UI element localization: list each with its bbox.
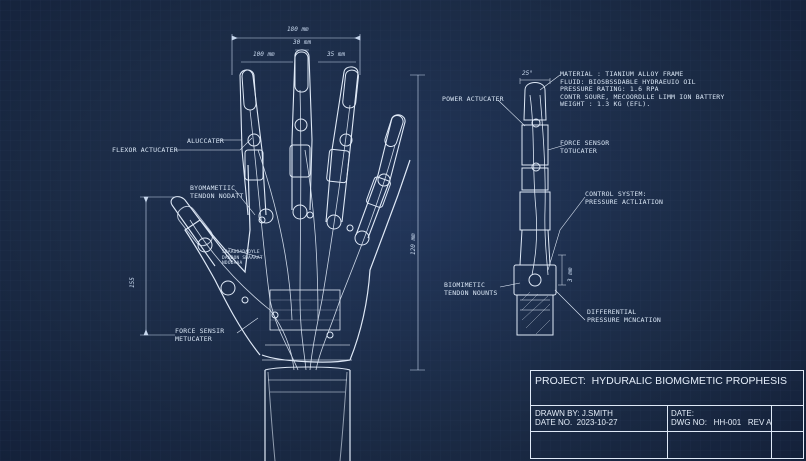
hand-diagram	[170, 49, 411, 461]
dim-wrist-gap: 3 mm	[567, 267, 574, 282]
label-differential-pressure: DIFFERENTIAL PRESSURE MCNCATION	[587, 308, 662, 324]
title-date-label: DATE:	[671, 409, 694, 418]
dim-span-mid: 30 mm	[293, 39, 312, 46]
label-small-note: SDAADOADADYLE DANDON SDAAAAT NDODAAA	[222, 250, 263, 266]
dim-overall-width: 180 mm	[287, 26, 309, 33]
title-drawn-by: DRAWN BY: J.SMITH	[535, 409, 613, 418]
label-control-system: CONTROL SYSTEM: PRESSURE ACTLIATION	[585, 190, 664, 206]
title-block: PROJECT: HYDURALIC BIOMGMETIC PROPHESIS …	[530, 370, 804, 459]
finger-side-view	[513, 78, 566, 336]
label-aluccater: ALUCCATER	[187, 137, 225, 145]
title-dwg-no: DWG NO: HH-001 REV A	[671, 418, 772, 427]
label-power-actuator: POWER ACTUCATER	[442, 95, 504, 103]
label-flexor-actuator: FLEXOR ACTUCATER	[112, 146, 178, 154]
title-project: PROJECT: HYDURALIC BIOMGMETIC PROPHESIS	[535, 375, 788, 387]
label-force-sensor-hand: FORCE SENSIR METUCATER	[175, 327, 225, 343]
dim-finger-tip: 25°	[522, 70, 533, 77]
dim-thumb-height: 155	[129, 277, 136, 288]
spec-block: MATERIAL : TIANIUM ALLOY FRAME FLUID: BI…	[560, 70, 725, 108]
leader-lines	[175, 137, 263, 334]
dimension-lines	[140, 34, 425, 371]
side-leader-lines	[497, 74, 586, 321]
label-force-sensor-side: FORCE SENSOR TOTUCATER	[560, 139, 610, 155]
dim-span-right: 35 mm	[327, 51, 346, 58]
label-tendon-mounts: BIOMIMETIC TENDON NOUNTS	[444, 281, 498, 297]
dim-hand-height: 120 mm	[410, 233, 417, 255]
dim-span-left: 100 mm	[253, 51, 275, 58]
title-date-no: DATE NO. 2023-10-27	[535, 418, 618, 427]
label-tendon-node: BYOMAMETIIC TENDON NODATT	[190, 184, 244, 200]
